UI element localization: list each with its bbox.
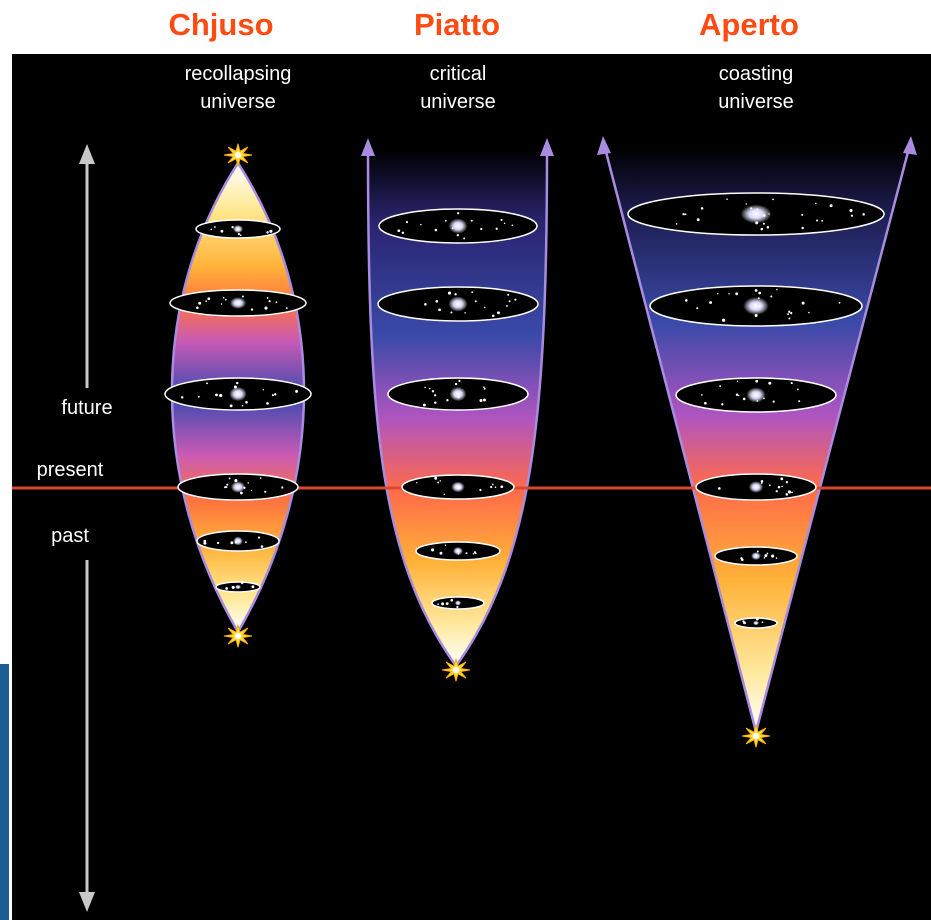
galaxy-disc-flat-6: [378, 208, 538, 244]
galaxy-disc-open-12: [627, 192, 885, 236]
open-caption-line2: universe: [718, 91, 794, 113]
closed-bang-bottom-core: [235, 633, 241, 639]
past-arrow: [79, 560, 95, 912]
galaxy-disc-flat-8: [387, 377, 529, 411]
galaxy-disc-flat-7: [377, 286, 539, 322]
galaxy-disc-flat-9: [401, 474, 515, 500]
galaxy-disc-closed-3: [177, 473, 299, 501]
closed-caption-line2: universe: [200, 91, 276, 113]
galaxy-disc-closed-5: [215, 581, 261, 593]
universe-models-diagram: future present past recollapsing univers…: [12, 54, 931, 920]
past-label: past: [51, 525, 89, 547]
galaxy-discs: [164, 192, 885, 629]
galaxy-disc-flat-11: [431, 596, 485, 610]
bang-flashes: [223, 143, 771, 748]
side-strip: [0, 664, 9, 920]
heading-closed-universe: Chjuso: [168, 7, 274, 42]
future-label: future: [61, 397, 112, 419]
flat-caption-line1: critical: [430, 63, 487, 85]
flat-bang-core: [453, 667, 459, 673]
galaxy-disc-open-13: [649, 285, 863, 327]
galaxy-disc-open-16: [714, 546, 798, 566]
flat-caption-line2: universe: [420, 91, 496, 113]
open-caption-line1: coasting: [719, 63, 794, 85]
closed-bang-top-core: [235, 152, 241, 158]
heading-open-universe: Aperto: [699, 7, 799, 42]
galaxy-disc-closed-0: [195, 219, 281, 239]
galaxy-disc-closed-1: [169, 289, 307, 317]
galaxy-disc-open-17: [734, 617, 778, 629]
present-label: present: [37, 459, 104, 481]
closed-caption-line1: recollapsing: [185, 63, 292, 85]
heading-flat-universe: Piatto: [413, 7, 501, 42]
galaxy-disc-closed-2: [164, 377, 312, 411]
galaxy-disc-open-15: [695, 473, 817, 501]
galaxy-disc-closed-4: [196, 530, 280, 552]
galaxy-disc-flat-10: [415, 541, 501, 561]
future-arrow: [79, 144, 95, 388]
galaxy-disc-open-14: [675, 377, 837, 413]
open-bang-core: [753, 733, 759, 739]
